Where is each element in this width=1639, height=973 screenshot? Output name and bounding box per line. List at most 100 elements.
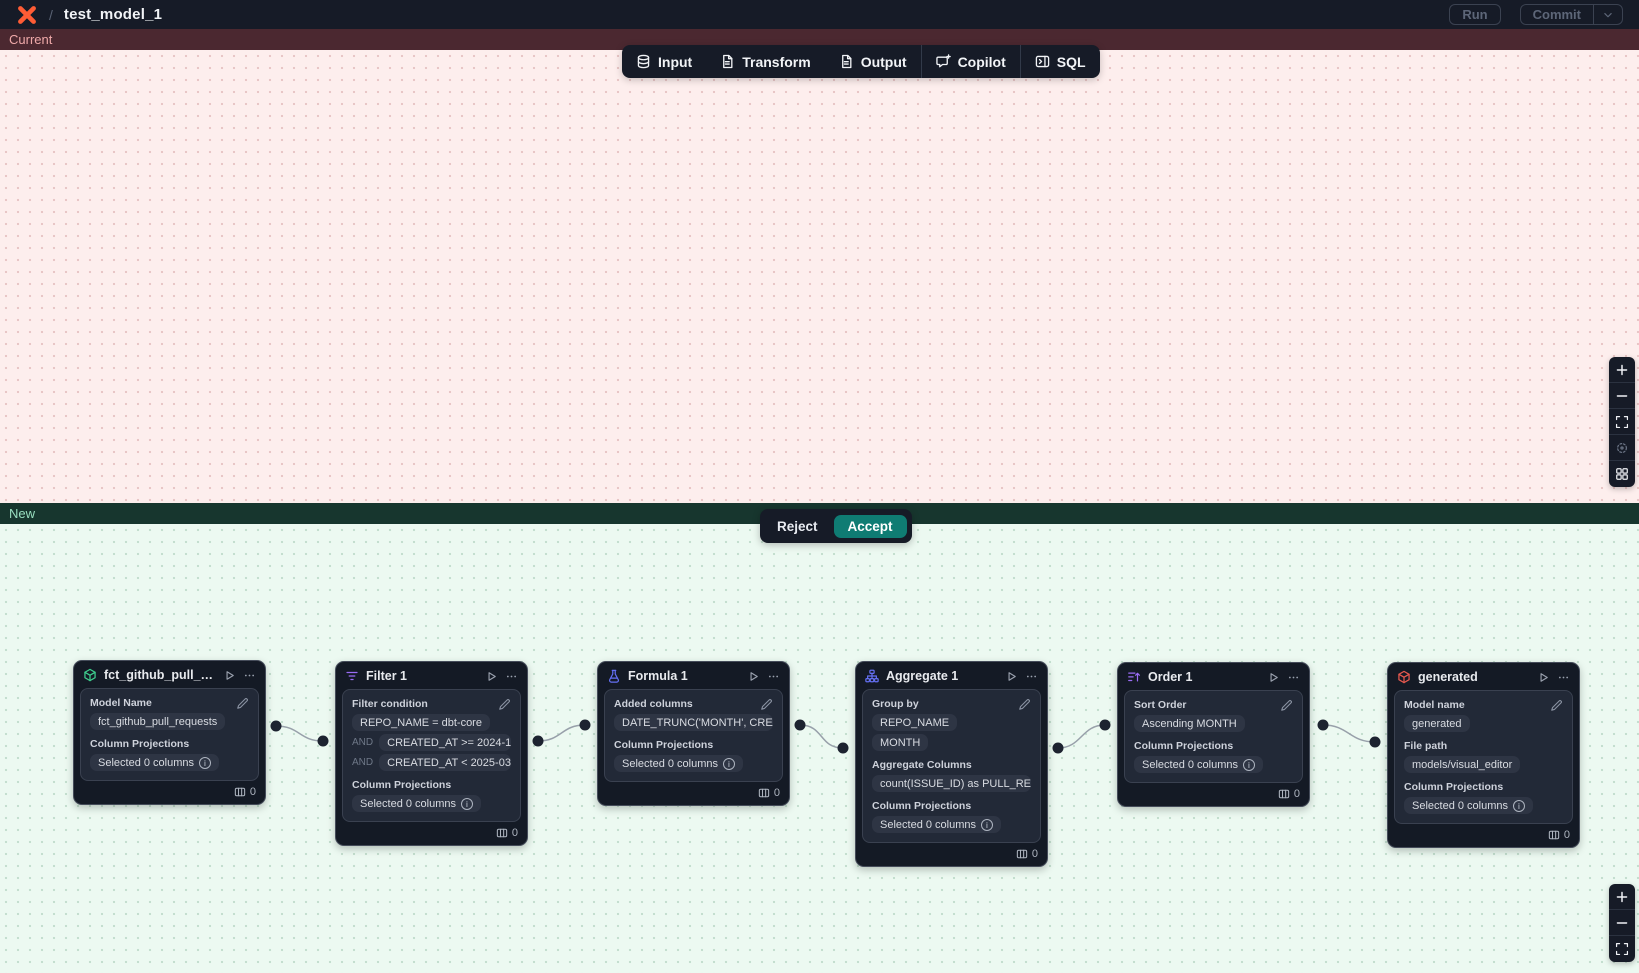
node-fct-github-pull-requests[interactable]: fct_github_pull_requests Model Name fct_… xyxy=(73,660,266,805)
sort-order-chip[interactable]: Ascending MONTH xyxy=(1134,715,1245,732)
columns-count-icon xyxy=(1278,788,1290,800)
toolbar-output-label: Output xyxy=(860,53,907,70)
zoom-out-button[interactable] xyxy=(1609,383,1635,409)
commit-button[interactable]: Commit xyxy=(1532,7,1581,22)
reject-button[interactable]: Reject xyxy=(765,515,830,538)
node-menu-button[interactable] xyxy=(1557,671,1570,684)
fit-view-button[interactable] xyxy=(1609,936,1635,962)
group-by-chip[interactable]: MONTH xyxy=(872,734,929,751)
commit-dropdown-button[interactable] xyxy=(1593,5,1622,24)
field-label: Model Name xyxy=(90,697,152,709)
filter-condition-chip[interactable]: CREATED_AT < 2025-03-01 xyxy=(379,754,511,771)
edit-icon[interactable] xyxy=(498,698,511,716)
node-footer: 0 xyxy=(1118,783,1309,806)
node-order-1[interactable]: Order 1 Sort Order Ascending MONTH Colum… xyxy=(1117,662,1310,807)
connector-dot xyxy=(532,735,544,747)
model-name-chip[interactable]: generated xyxy=(1404,715,1470,732)
run-node-button[interactable] xyxy=(1267,671,1280,684)
field-label: Group by xyxy=(872,698,919,710)
run-node-button[interactable] xyxy=(1537,671,1550,684)
current-canvas-controls xyxy=(1609,357,1635,487)
file-path-chip[interactable]: models/visual_editor xyxy=(1404,756,1521,773)
edit-icon[interactable] xyxy=(1550,699,1563,717)
column-count: 0 xyxy=(1031,848,1038,860)
grid-icon xyxy=(1615,467,1629,481)
document-icon xyxy=(720,54,735,69)
model-name-chip[interactable]: fct_github_pull_requests xyxy=(90,713,226,730)
run-node-button[interactable] xyxy=(223,669,236,682)
node-generated[interactable]: generated Model name generated File path… xyxy=(1387,662,1580,848)
edit-icon[interactable] xyxy=(760,698,773,716)
field-label: Column Projections xyxy=(614,739,714,751)
node-menu-button[interactable] xyxy=(767,670,780,683)
connector-dot xyxy=(1369,736,1381,748)
play-icon xyxy=(1267,671,1280,684)
toolbar-sql-button[interactable]: SQL xyxy=(1021,45,1100,78)
field-label: Added columns xyxy=(614,698,693,710)
fit-view-button[interactable] xyxy=(1609,409,1635,435)
edit-icon[interactable] xyxy=(236,697,249,715)
node-title: fct_github_pull_requests xyxy=(104,668,216,682)
node-footer: 0 xyxy=(598,782,789,805)
connector-edge xyxy=(275,725,324,742)
current-canvas[interactable] xyxy=(0,50,1639,503)
node-aggregate-1[interactable]: Aggregate 1 Group by REPO_NAME MONTH Agg… xyxy=(855,661,1048,867)
edit-icon[interactable] xyxy=(1280,699,1293,717)
zoom-in-button[interactable] xyxy=(1609,884,1635,910)
panel-right-icon xyxy=(1035,54,1050,69)
run-button[interactable]: Run xyxy=(1449,4,1501,25)
toolbar-input-label: Input xyxy=(658,53,693,70)
zoom-in-button[interactable] xyxy=(1609,357,1635,383)
node-menu-button[interactable] xyxy=(1025,670,1038,683)
filter-condition-chip[interactable]: REPO_NAME = dbt-core xyxy=(352,714,490,731)
dbt-logo-icon[interactable] xyxy=(16,5,38,25)
minus-icon xyxy=(1615,916,1629,930)
toolbar-copilot-label: Copilot xyxy=(957,53,1006,70)
aggregate-column-chip[interactable]: count(ISSUE_ID) as PULL_REQUEST_... xyxy=(872,775,1031,792)
new-canvas[interactable]: fct_github_pull_requests Model Name fct_… xyxy=(0,524,1639,973)
group-by-chip[interactable]: REPO_NAME xyxy=(872,714,958,731)
field-label: Column Projections xyxy=(1134,740,1234,752)
node-title: Filter 1 xyxy=(366,669,407,683)
fit-view-icon xyxy=(1615,942,1629,956)
run-node-button[interactable] xyxy=(747,670,760,683)
node-menu-button[interactable] xyxy=(1287,671,1300,684)
toolbar-input-button[interactable]: Input xyxy=(622,45,706,78)
node-toolbar: Input Transform Output Copilot SQL xyxy=(622,45,1100,78)
node-filter-1[interactable]: Filter 1 Filter condition REPO_NAME = db… xyxy=(335,661,528,846)
filter-condition-chip[interactable]: CREATED_AT >= 2024-12-01 xyxy=(379,734,511,751)
auto-layout-button[interactable] xyxy=(1609,461,1635,487)
added-column-chip[interactable]: DATE_TRUNC('MONTH', CREATED_AT... xyxy=(614,714,773,731)
edit-icon[interactable] xyxy=(1018,698,1031,716)
connector-dot xyxy=(270,720,282,732)
node-footer: 0 xyxy=(336,822,527,845)
node-header: Formula 1 xyxy=(598,662,789,689)
connector-edge xyxy=(1322,724,1376,743)
toolbar-output-button[interactable]: Output xyxy=(825,45,921,78)
toolbar-transform-button[interactable]: Transform xyxy=(706,45,824,78)
play-icon xyxy=(223,669,236,682)
and-prefix: AND xyxy=(352,757,374,768)
field-label: Column Projections xyxy=(872,800,972,812)
toolbar-copilot-button[interactable]: Copilot xyxy=(922,45,1020,78)
run-node-button[interactable] xyxy=(1005,670,1018,683)
field-label: File path xyxy=(1404,740,1448,752)
run-node-button[interactable] xyxy=(485,670,498,683)
ellipsis-icon xyxy=(767,670,780,683)
page-title: test_model_1 xyxy=(63,6,163,23)
cube-icon xyxy=(83,668,97,682)
node-header: Filter 1 xyxy=(336,662,527,689)
node-menu-button[interactable] xyxy=(505,670,518,683)
node-menu-button[interactable] xyxy=(243,669,256,682)
accept-button[interactable]: Accept xyxy=(833,514,907,538)
node-formula-1[interactable]: Formula 1 Added columns DATE_TRUNC('MONT… xyxy=(597,661,790,806)
zoom-out-button[interactable] xyxy=(1609,910,1635,936)
sitemap-icon xyxy=(865,669,879,683)
focus-button[interactable] xyxy=(1609,435,1635,461)
